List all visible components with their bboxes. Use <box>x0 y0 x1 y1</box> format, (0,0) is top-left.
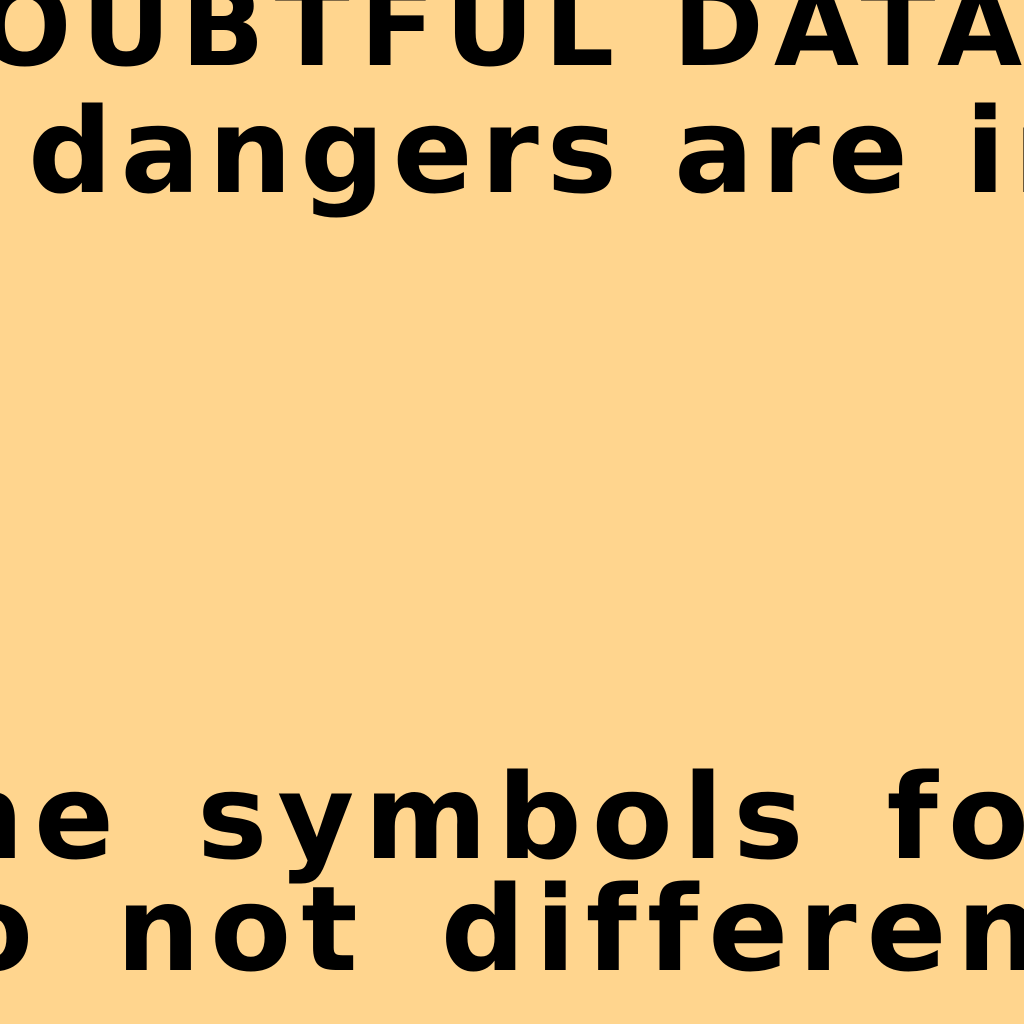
blank-area <box>0 220 1024 760</box>
text-line-4: o not differentia <box>0 860 1024 998</box>
text-line-3: he symbols for s <box>0 748 1024 886</box>
text-line-2: dangers are indic <box>28 82 1024 220</box>
text-line-1: OUBTFUL DATA : R <box>0 0 1024 91</box>
